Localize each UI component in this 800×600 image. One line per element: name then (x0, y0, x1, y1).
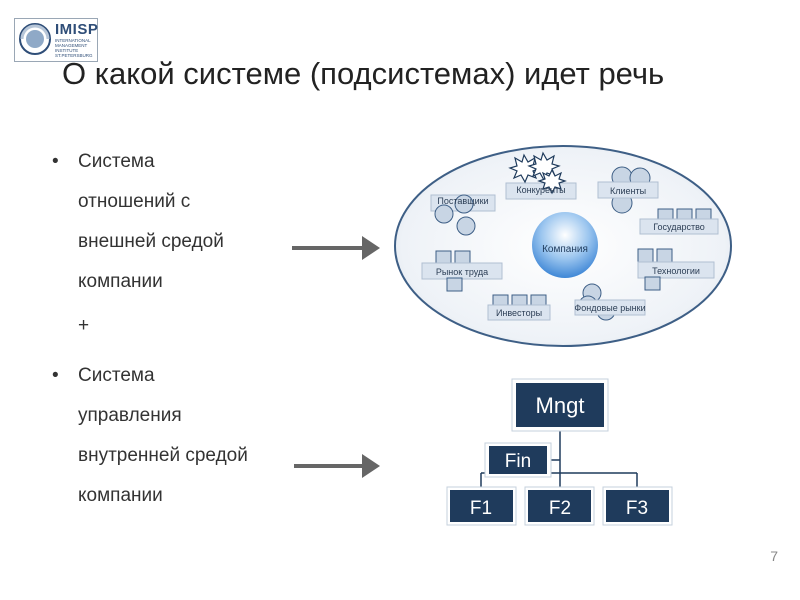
group-clients: Клиенты (597, 166, 659, 214)
bullet-line: внутренней средой (78, 445, 248, 466)
company-label: Компания (542, 244, 588, 255)
unit-box (450, 490, 513, 522)
unit-label: F2 (549, 498, 571, 519)
unit-label: F1 (470, 498, 492, 519)
group-state: Государство (639, 208, 719, 235)
technologies-label: Технологии (652, 266, 700, 276)
labor-market-label: Рынок труда (436, 267, 488, 277)
group-investors: Инвесторы (487, 294, 551, 321)
group-stock-markets: Фондовые рынки (574, 283, 646, 321)
bullet-dot-icon: • (52, 151, 59, 172)
bullet-line: Система (78, 151, 155, 172)
bullet-line: Система (78, 365, 155, 386)
group-competitors: Конкуренты (505, 151, 577, 200)
mngt-label: Mngt (536, 393, 585, 418)
arrow-right-icon (292, 236, 380, 260)
bullet-line: компании (78, 271, 163, 292)
burst-icon (537, 168, 567, 195)
fin-label: Fin (505, 451, 531, 472)
clients-label: Клиенты (610, 186, 646, 196)
logo-subtitle: INTERNATIONAL MANAGEMENT INSTITUTE ST.PE… (55, 38, 93, 58)
bullet-internal: • Система управления внутренней средой к… (52, 356, 292, 516)
burst-icon (508, 153, 542, 184)
bullet-external: • Система отношений с внешней средой ком… (52, 142, 292, 302)
slide-title: О какой системе (подсистемах) идет речь (62, 56, 665, 91)
state-label: Государство (653, 222, 705, 232)
competitors-label: Конкуренты (516, 185, 565, 195)
org-chart: Mngt Fin F1 F2 F3 (446, 378, 673, 526)
group-suppliers: Поставщики (430, 194, 496, 236)
arrow-right-icon (294, 454, 380, 478)
unit-label: F3 (626, 498, 648, 519)
page-number: 7 (770, 548, 778, 564)
bullet-line: внешней средой (78, 231, 224, 252)
mngt-box (516, 383, 604, 427)
group-labor-market: Рынок труда (421, 250, 503, 292)
logo-name: IMISP (55, 21, 99, 38)
investors-label: Инвесторы (496, 308, 542, 318)
suppliers-label: Поставщики (437, 196, 488, 206)
imisp-logo: IMISP INTERNATIONAL MANAGEMENT INSTITUTE… (14, 18, 98, 62)
bullet-line: управления (78, 405, 182, 426)
group-technologies: Технологии (637, 248, 715, 291)
logo-mark-icon (19, 23, 51, 55)
company-circle (532, 212, 598, 278)
unit-box (528, 490, 591, 522)
plus-sign: + (78, 315, 90, 336)
bullet-list: • Система отношений с внешней средой ком… (52, 142, 292, 516)
unit-box (606, 490, 669, 522)
stock-markets-label: Фондовые рынки (574, 303, 645, 313)
fin-box (489, 446, 547, 474)
bullet-line: отношений с (78, 191, 191, 212)
bullet-line: компании (78, 485, 163, 506)
bullet-dot-icon: • (52, 365, 59, 386)
